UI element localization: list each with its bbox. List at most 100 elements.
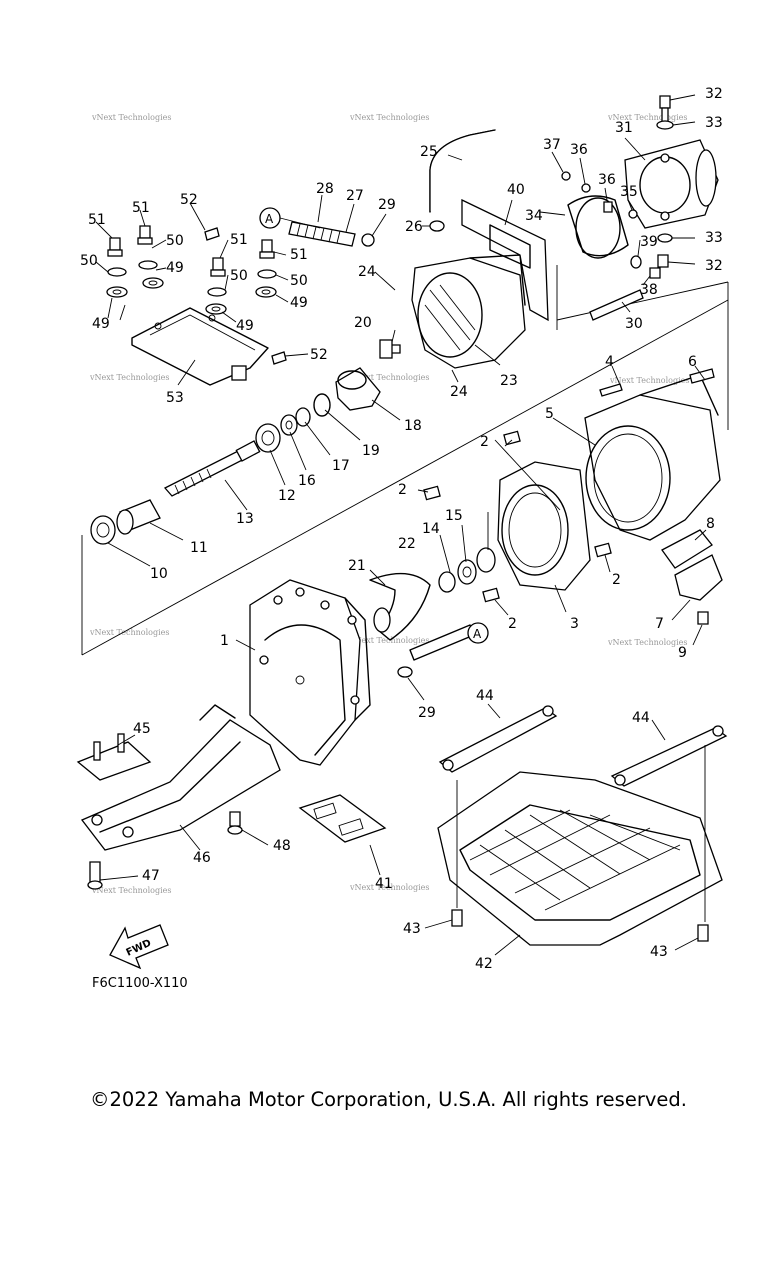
part-number: 37	[543, 137, 561, 153]
watermark: vNext Technologies	[91, 886, 171, 895]
part-53-bracket	[131, 307, 269, 386]
diagram-code: F6C1100-X110	[92, 976, 188, 991]
part-number: 2	[508, 616, 517, 632]
part-number: 50	[80, 253, 98, 269]
watermark: vNext Technologies	[349, 113, 429, 122]
part-number: 48	[273, 838, 291, 854]
part-number: 1	[220, 633, 229, 649]
part-number: 49	[290, 295, 308, 311]
part-number: 29	[418, 705, 436, 721]
copyright-notice: ©2022 Yamaha Motor Corporation, U.S.A. A…	[90, 1088, 687, 1111]
part-34-steering-ring	[561, 171, 661, 321]
part-number: 34	[525, 208, 543, 224]
leader-lines	[95, 94, 707, 956]
part-number: 5	[545, 406, 554, 422]
part-number: 31	[615, 120, 633, 136]
part-number: 49	[92, 316, 110, 332]
part-number: 44	[476, 688, 494, 704]
part-number: 36	[598, 172, 616, 188]
part-number: 2	[612, 572, 621, 588]
part-number: 32	[705, 258, 723, 274]
part-number: 40	[507, 182, 525, 198]
watermark: vNext Technologies	[607, 113, 687, 122]
part-5-pump-housing	[584, 368, 721, 541]
part-number: 46	[193, 850, 211, 866]
part-number: 2	[398, 482, 407, 498]
watermark: vNext Technologies	[349, 636, 429, 645]
callout-a-label: A	[473, 627, 482, 641]
part-number: 10	[150, 566, 168, 582]
part-number: 45	[133, 721, 151, 737]
part-number: 28	[316, 181, 334, 197]
fwd-arrow: FWD	[109, 924, 169, 970]
part-28-coupler	[288, 221, 375, 247]
part-number: 50	[290, 273, 308, 289]
part-number: 32	[705, 86, 723, 102]
part-number: 51	[132, 200, 150, 216]
part-number: 2	[480, 434, 489, 450]
part-number: 4	[605, 354, 614, 370]
part-number: 29	[378, 197, 396, 213]
part-number: 26	[405, 219, 423, 235]
part-31-nozzle	[624, 95, 719, 268]
part-21-impeller	[369, 572, 475, 678]
part-number: 38	[640, 282, 658, 298]
part-number: 42	[475, 956, 493, 972]
part-number: 44	[632, 710, 650, 726]
part-number: 49	[236, 318, 254, 334]
part-number: 53	[166, 390, 184, 406]
part-number: 47	[142, 868, 160, 884]
part-number: 20	[354, 315, 372, 331]
part-number: 36	[570, 142, 588, 158]
part-number: 51	[290, 247, 308, 263]
part-number: 51	[230, 232, 248, 248]
watermark: vNext Technologies	[349, 373, 429, 382]
part-number: 9	[678, 645, 687, 661]
part-number: 13	[236, 511, 254, 527]
part-number: 24	[450, 384, 468, 400]
part-number: 15	[445, 508, 463, 524]
part-number: 49	[166, 260, 184, 276]
part-number: 12	[278, 488, 296, 504]
part-41-intake-grate	[298, 794, 387, 843]
watermark: vNext Technologies	[89, 373, 169, 382]
part-number: 43	[403, 921, 421, 937]
part-number: 14	[422, 521, 440, 537]
part-number: 39	[640, 234, 658, 250]
assembly-lines	[81, 265, 729, 656]
part-7-mount	[661, 529, 723, 625]
watermark: vNext Technologies	[91, 113, 171, 122]
part-number: 18	[404, 418, 422, 434]
part-number: 17	[332, 458, 350, 474]
watermark: vNext Technologies	[89, 628, 169, 637]
callout-a-markers: A A	[259, 207, 489, 644]
part-number: 52	[310, 347, 328, 363]
part-23-intake-housing	[411, 129, 549, 369]
part-number: 22	[398, 536, 416, 552]
part-number: 3	[570, 616, 579, 632]
callout-a-label: A	[265, 212, 274, 226]
part-number: 23	[500, 373, 518, 389]
part-number: 6	[688, 354, 697, 370]
part-number: 16	[298, 473, 316, 489]
watermark: vNext Technologies	[607, 638, 687, 647]
part-number: 25	[420, 144, 438, 160]
part-46-ride-plate	[76, 704, 281, 890]
part-number: 51	[88, 212, 106, 228]
part-3-impeller-housing	[423, 430, 612, 603]
part-number: 41	[375, 876, 393, 892]
part-number: 11	[190, 540, 208, 556]
part-number: 35	[620, 184, 638, 200]
part-42-grate	[437, 705, 728, 946]
part-1-intake-duct	[249, 579, 371, 766]
part-number: 33	[705, 230, 723, 246]
part-number: 30	[625, 316, 643, 332]
watermark: vNext Technologies	[609, 376, 689, 385]
part-number: 21	[348, 558, 366, 574]
part-number: 27	[346, 188, 364, 204]
watermark: vNext Technologies	[349, 883, 429, 892]
part-number: 50	[166, 233, 184, 249]
part-number: 50	[230, 268, 248, 284]
part-number: 19	[362, 443, 380, 459]
upper-left-fasteners	[106, 225, 287, 365]
